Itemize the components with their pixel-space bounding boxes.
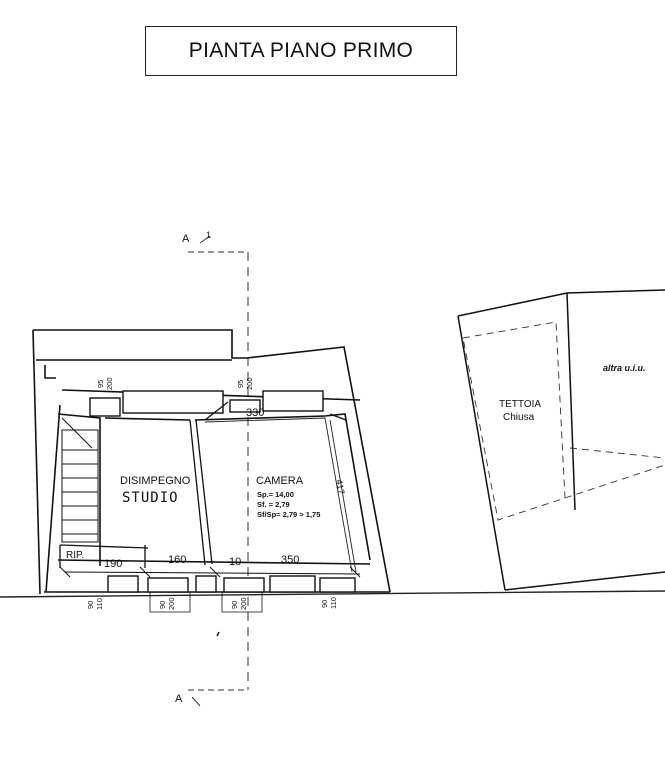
dim-417: 417 bbox=[334, 479, 346, 496]
ground-line bbox=[0, 590, 665, 598]
building-walls bbox=[32, 329, 391, 595]
bottom-window-1-width: 90 bbox=[86, 601, 95, 609]
section-top-label: A bbox=[182, 233, 190, 245]
bottom-window-3-height: 200 bbox=[239, 597, 248, 610]
room-label-chiusa: Chiusa bbox=[503, 412, 535, 423]
dim-330: 330 bbox=[246, 407, 264, 419]
dim-190: 190 bbox=[104, 558, 122, 570]
top-window-2-width: 95 bbox=[236, 380, 245, 388]
top-windows bbox=[89, 390, 324, 417]
adjacent-building bbox=[457, 289, 665, 591]
room-label-tettoia: TETTOIA bbox=[499, 399, 541, 410]
camera-sf: Sf. = 2,79 bbox=[257, 500, 290, 509]
title-box: PIANTA PIANO PRIMO bbox=[145, 26, 457, 76]
top-window-1-width: 95 bbox=[96, 380, 105, 388]
bottom-window-4-height: 110 bbox=[329, 597, 338, 609]
section-bottom-label: A bbox=[175, 693, 183, 705]
bottom-window-3-width: 90 bbox=[230, 601, 239, 609]
room-label-studio: STUDIO bbox=[122, 490, 179, 506]
stray-mark bbox=[216, 631, 220, 637]
bottom-window-4-width: 90 bbox=[320, 600, 329, 608]
dim-350: 350 bbox=[281, 554, 299, 566]
bottom-window-brackets bbox=[149, 592, 263, 613]
bottom-window-2-width: 90 bbox=[158, 601, 167, 609]
interior-walls bbox=[59, 401, 347, 568]
camera-sp: Sp.= 14,00 bbox=[257, 490, 294, 499]
section-line bbox=[188, 235, 249, 707]
stairs bbox=[61, 417, 99, 543]
dim-160: 160 bbox=[168, 554, 186, 566]
tettoia-dashed-outline bbox=[462, 321, 665, 521]
bottom-window-1-height: 110 bbox=[95, 598, 104, 610]
room-label-rip: RIP. bbox=[66, 550, 84, 561]
plan-title: PIANTA PIANO PRIMO bbox=[188, 39, 414, 62]
bottom-dimension-line bbox=[59, 566, 361, 578]
bottom-windows bbox=[107, 575, 356, 593]
camera-ratio: Sf/Sp= 2,79 > 1,75 bbox=[257, 510, 320, 519]
room-label-camera: CAMERA bbox=[256, 475, 304, 487]
camera-dimension-lines bbox=[204, 417, 357, 573]
room-label-altra-uiu: altra u.i.u. bbox=[603, 363, 646, 373]
top-window-2-height: 200 bbox=[245, 377, 254, 390]
top-window-1-height: 200 bbox=[105, 377, 114, 390]
bottom-window-2-height: 200 bbox=[167, 597, 176, 610]
section-top-number: 1 bbox=[206, 230, 211, 240]
dim-10: 10 bbox=[229, 556, 241, 568]
room-label-disimpegno: DISIMPEGNO bbox=[120, 475, 191, 487]
